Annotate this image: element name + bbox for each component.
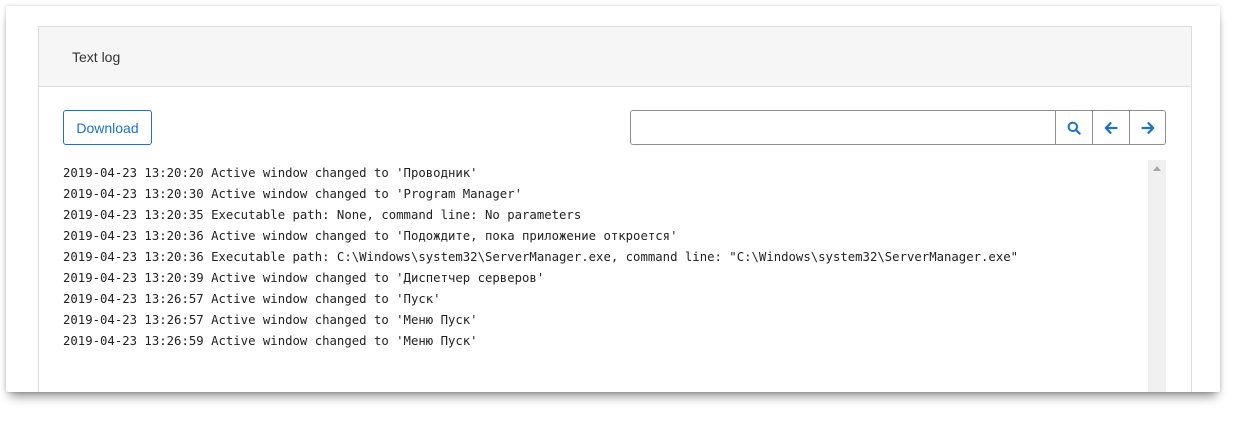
search-input[interactable] [631,111,1055,144]
arrow-right-icon [1140,121,1154,134]
scroll-up-arrow-icon[interactable] [1153,166,1161,171]
text-log-panel: Text log Download [38,26,1192,392]
log-line: 2019-04-23 13:26:57 Active window change… [63,313,478,327]
log-viewer[interactable]: 2019-04-23 13:20:20 Active window change… [63,160,1166,392]
log-line: 2019-04-23 13:20:36 Executable path: C:\… [63,250,1019,264]
log-line: 2019-04-23 13:20:36 Active window change… [63,229,678,243]
search-group [630,110,1166,145]
panel-header: Text log [39,27,1191,87]
log-line: 2019-04-23 13:20:35 Executable path: Non… [63,208,582,222]
previous-match-button[interactable] [1092,111,1129,144]
next-match-button[interactable] [1129,111,1165,144]
arrow-left-icon [1104,121,1118,134]
search-icon [1067,121,1081,135]
log-line: 2019-04-23 13:20:20 Active window change… [63,166,478,180]
download-button[interactable]: Download [63,110,152,145]
log-scrollbar[interactable] [1148,160,1166,392]
log-line: 2019-04-23 13:26:57 Active window change… [63,292,441,306]
log-lines: 2019-04-23 13:20:20 Active window change… [63,163,1148,352]
log-line: 2019-04-23 13:20:30 Active window change… [63,187,523,201]
log-line: 2019-04-23 13:20:39 Active window change… [63,271,545,285]
window-frame: Text log Download [6,6,1220,392]
log-line: 2019-04-23 13:26:59 Active window change… [63,334,478,348]
search-button[interactable] [1055,111,1092,144]
panel-title: Text log [72,48,121,65]
